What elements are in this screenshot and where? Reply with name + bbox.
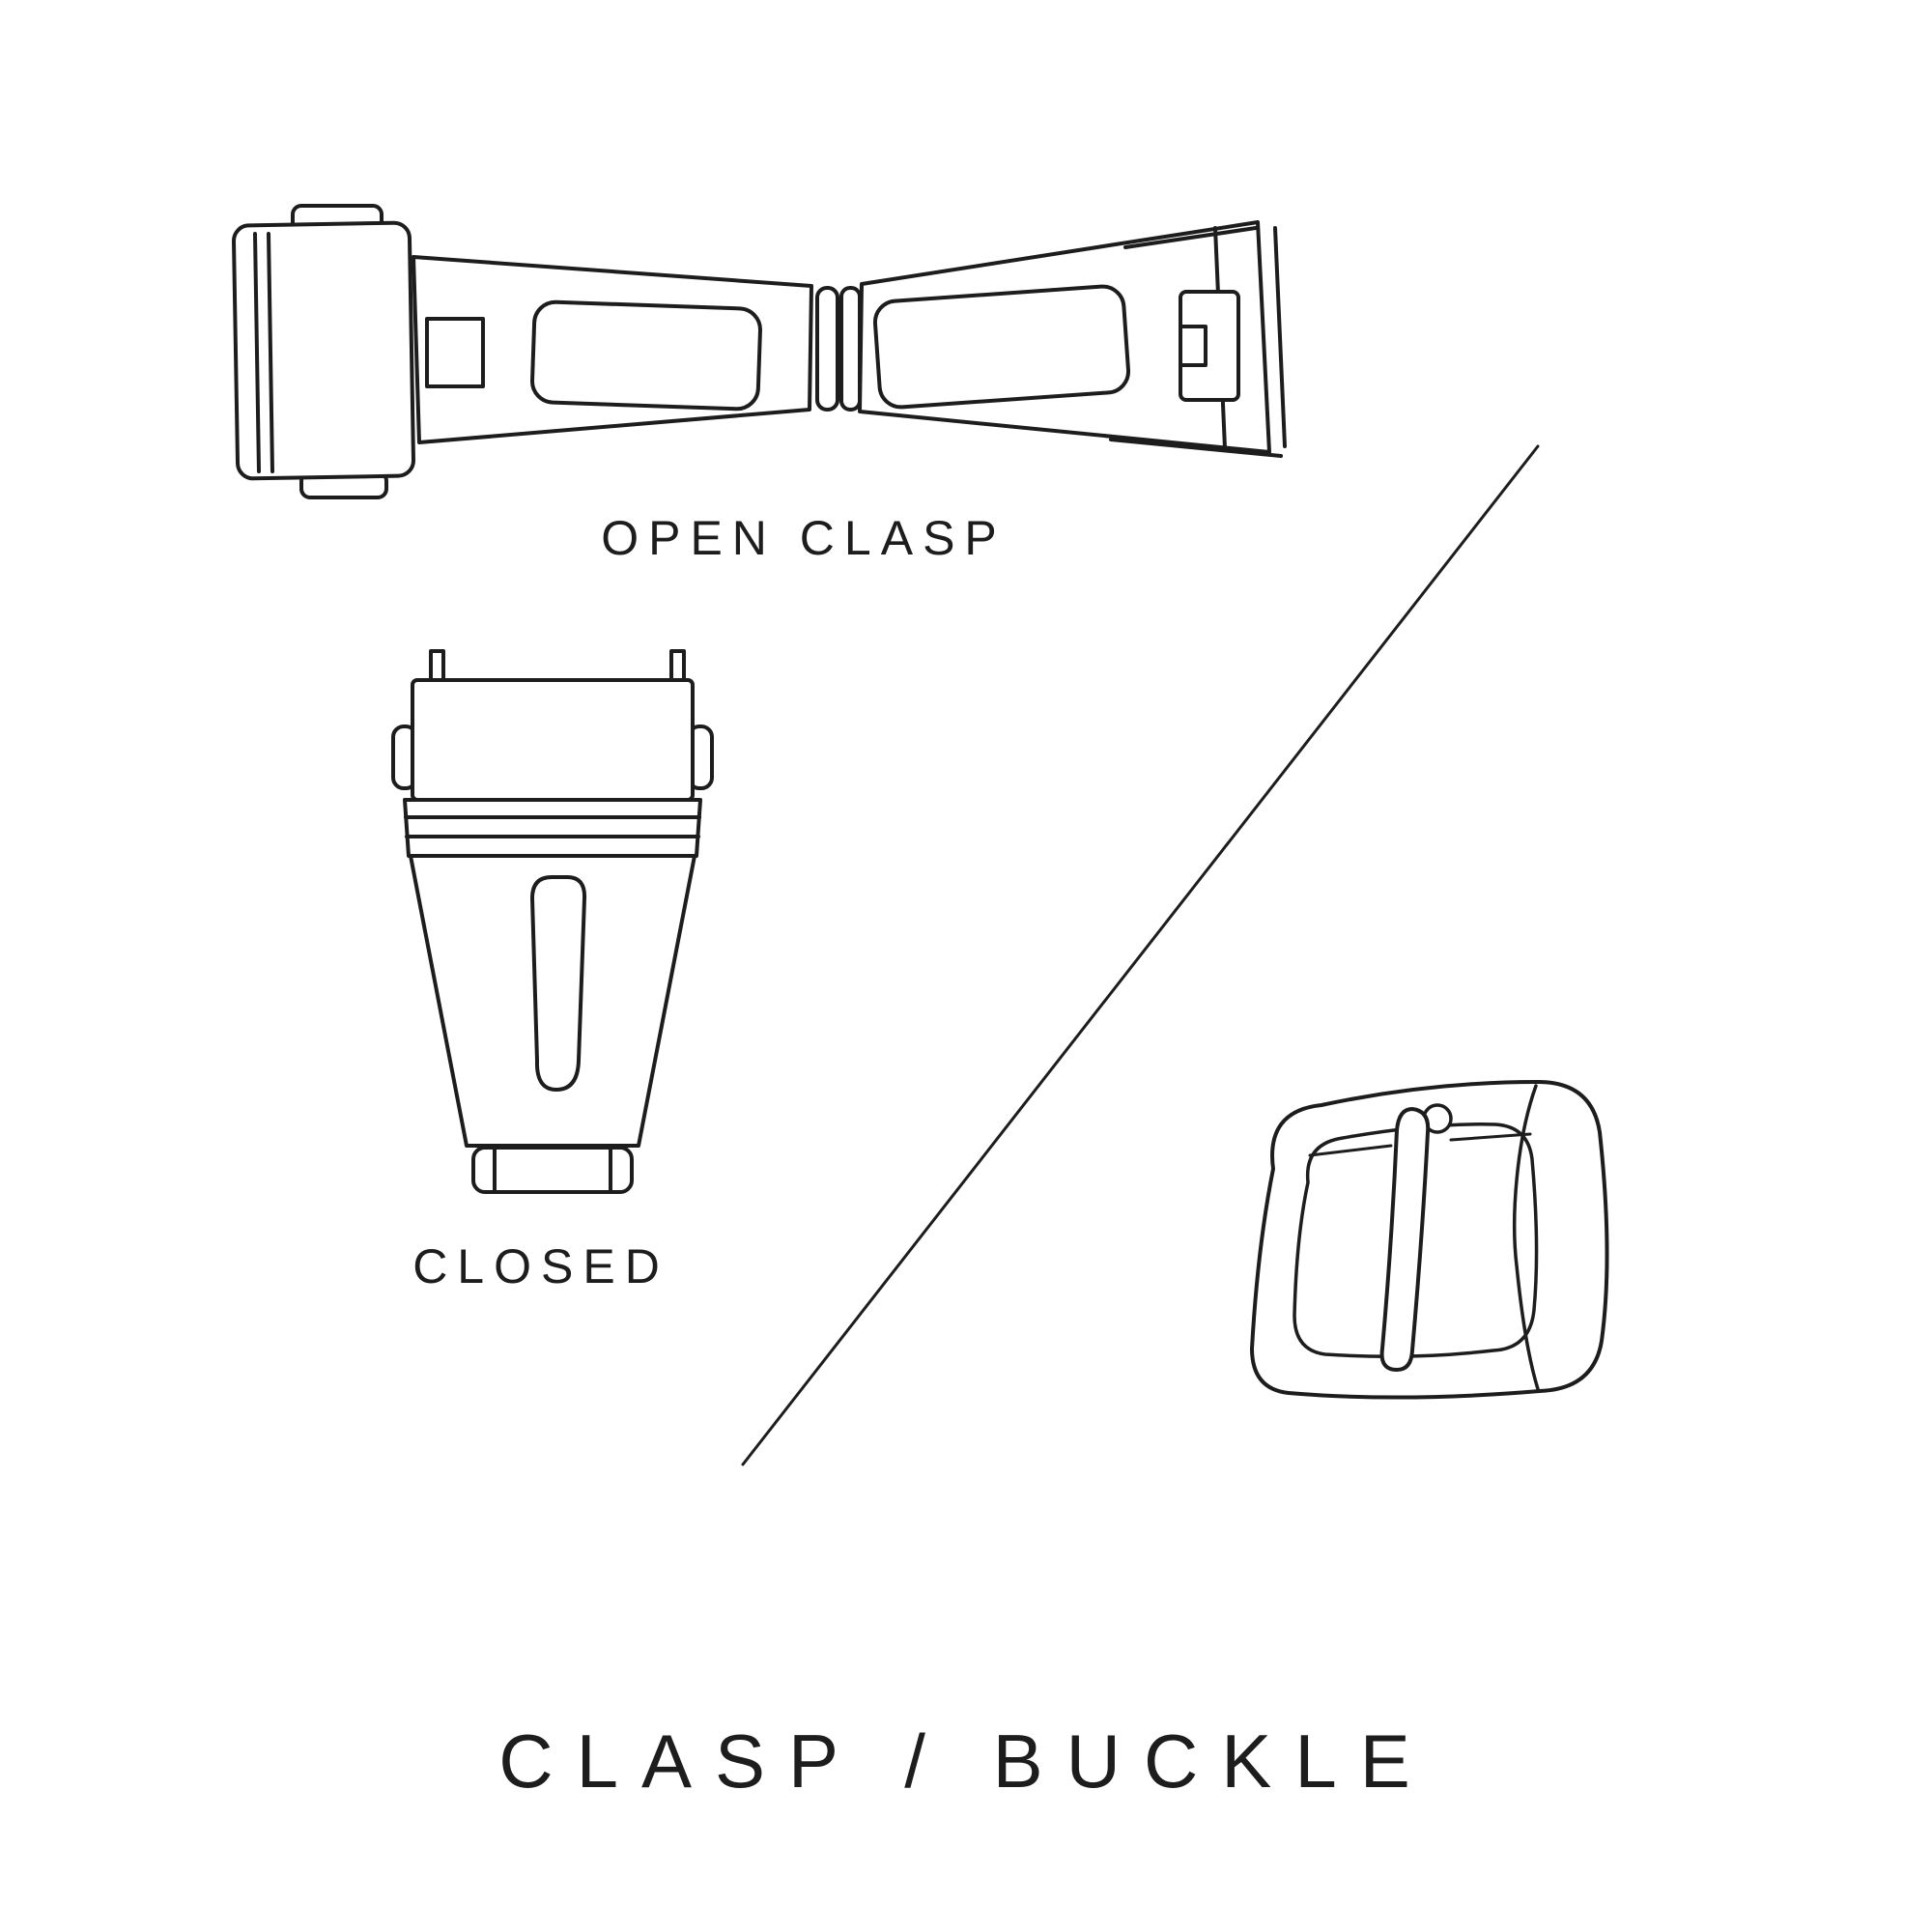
closed-clasp-cover [411, 678, 695, 802]
divider-line [741, 444, 1540, 1466]
buckle-illustration [1250, 1080, 1609, 1400]
closed-clasp-slot [530, 875, 587, 1092]
open-clasp-hinge-bar-right [839, 286, 862, 412]
open-clasp-hinge-bar-left [815, 286, 839, 412]
open-clasp-left-arm-notch [425, 317, 485, 388]
closed-clasp-band-lines [404, 815, 701, 838]
open-clasp-right-arm-clip-notch [1179, 325, 1208, 367]
open-clasp-illustration [232, 204, 1287, 499]
closed-clasp-band [403, 798, 702, 858]
closed-clasp-caption: CLOSED [412, 1239, 669, 1293]
closed-clasp-foot [471, 1146, 634, 1194]
open-clasp-left-arm-recess [530, 299, 762, 412]
open-clasp-left-link-fold-lines [253, 232, 274, 473]
open-clasp-right-arm-recess [872, 284, 1131, 410]
open-clasp-left-arm [412, 255, 813, 444]
open-clasp-right-arm [858, 220, 1271, 454]
open-clasp-caption: OPEN CLASP [601, 511, 1007, 565]
closed-clasp-illustration [391, 649, 714, 1194]
closed-clasp-foot-lines [493, 1148, 612, 1192]
buckle-crossbar [1308, 1132, 1532, 1157]
buckle-pin [1379, 1107, 1431, 1372]
diagram-title: CLASP / BUCKLE [498, 1719, 1434, 1804]
open-clasp-left-link [232, 220, 415, 481]
